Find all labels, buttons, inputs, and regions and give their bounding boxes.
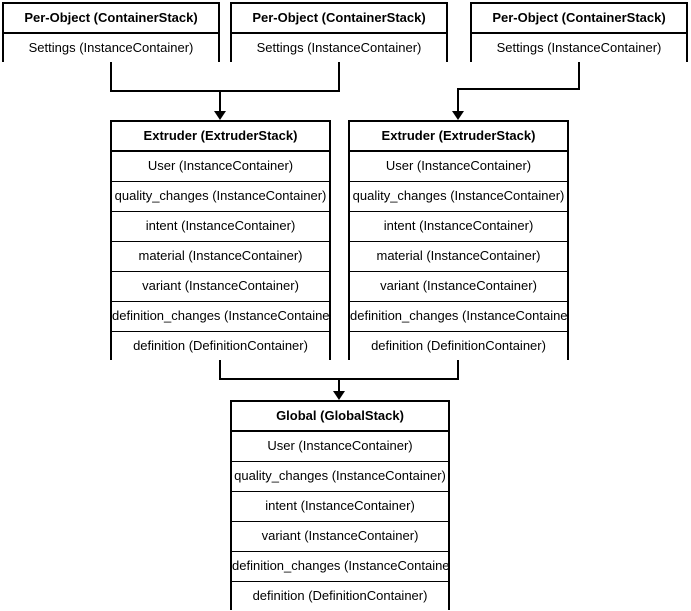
global-definition-changes-row: definition_changes (InstanceContainer) [232, 552, 448, 582]
extruder-2-definition-row: definition (DefinitionContainer) [350, 332, 567, 362]
arrowhead-extruder-1 [214, 111, 226, 120]
extruder-2-quality-changes-row: quality_changes (InstanceContainer) [350, 182, 567, 212]
arrowhead-extruder-2 [452, 111, 464, 120]
global-variant-row: variant (InstanceContainer) [232, 522, 448, 552]
per-object-stack-box-1: Per-Object (ContainerStack) Settings (In… [2, 2, 220, 64]
per-object-stack-header-3: Per-Object (ContainerStack) [472, 4, 686, 34]
extruder-stack-box-2: Extruder (ExtruderStack) User (InstanceC… [348, 120, 569, 362]
extruder-stack-box-1: Extruder (ExtruderStack) User (InstanceC… [110, 120, 331, 362]
extruder-stack-header-1: Extruder (ExtruderStack) [112, 122, 329, 152]
per-object-settings-row-3: Settings (InstanceContainer) [472, 34, 686, 64]
connector-per-object-join-right [457, 88, 580, 90]
extruder-stack-header-2: Extruder (ExtruderStack) [350, 122, 567, 152]
connector-per-object-2-down [338, 62, 340, 92]
extruder-2-variant-row: variant (InstanceContainer) [350, 272, 567, 302]
global-quality-changes-row: quality_changes (InstanceContainer) [232, 462, 448, 492]
per-object-settings-row-2: Settings (InstanceContainer) [232, 34, 446, 64]
extruder-1-definition-row: definition (DefinitionContainer) [112, 332, 329, 362]
connector-extruder-2-in [457, 88, 459, 114]
global-stack-header: Global (GlobalStack) [232, 402, 448, 432]
extruder-2-user-row: User (InstanceContainer) [350, 152, 567, 182]
connector-extruder-2-down [457, 360, 459, 380]
global-stack-box: Global (GlobalStack) User (InstanceConta… [230, 400, 450, 611]
extruder-2-intent-row: intent (InstanceContainer) [350, 212, 567, 242]
per-object-stack-header-2: Per-Object (ContainerStack) [232, 4, 446, 34]
extruder-1-variant-row: variant (InstanceContainer) [112, 272, 329, 302]
extruder-2-definition-changes-row: definition_changes (InstanceContainer) [350, 302, 567, 332]
extruder-1-intent-row: intent (InstanceContainer) [112, 212, 329, 242]
extruder-2-material-row: material (InstanceContainer) [350, 242, 567, 272]
connector-extruder-1-down [219, 360, 221, 380]
connector-per-object-1-down [110, 62, 112, 92]
extruder-1-user-row: User (InstanceContainer) [112, 152, 329, 182]
global-intent-row: intent (InstanceContainer) [232, 492, 448, 522]
per-object-stack-box-2: Per-Object (ContainerStack) Settings (In… [230, 2, 448, 64]
extruder-1-quality-changes-row: quality_changes (InstanceContainer) [112, 182, 329, 212]
per-object-settings-row-1: Settings (InstanceContainer) [4, 34, 218, 64]
per-object-stack-header-1: Per-Object (ContainerStack) [4, 4, 218, 34]
arrowhead-global [333, 391, 345, 400]
connector-extruder-1-in [219, 90, 221, 114]
per-object-stack-box-3: Per-Object (ContainerStack) Settings (In… [470, 2, 688, 64]
global-definition-row: definition (DefinitionContainer) [232, 582, 448, 611]
extruder-1-definition-changes-row: definition_changes (InstanceContainer) [112, 302, 329, 332]
connector-per-object-3-down [578, 62, 580, 90]
extruder-1-material-row: material (InstanceContainer) [112, 242, 329, 272]
connector-per-object-join-left [110, 90, 340, 92]
connector-global-in [338, 378, 340, 393]
global-user-row: User (InstanceContainer) [232, 432, 448, 462]
